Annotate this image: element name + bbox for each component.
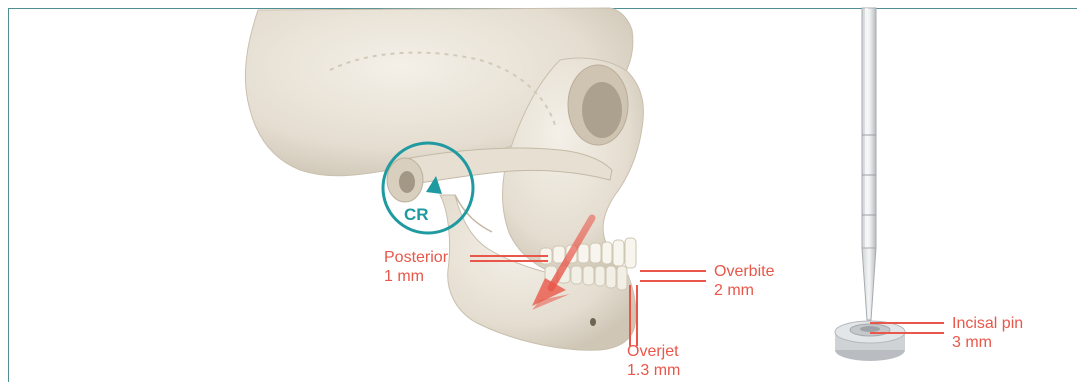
overjet-name: Overjet (627, 342, 680, 361)
posterior-name: Posterior (384, 248, 448, 267)
posterior-value: 1 mm (384, 267, 448, 286)
incisal-pin-illustration (835, 8, 905, 361)
incisal-pin-name: Incisal pin (952, 314, 1023, 333)
overbite-label: Overbite 2 mm (714, 262, 774, 300)
cr-label: CR (404, 205, 429, 225)
incisal-pin-value: 3 mm (952, 333, 1023, 352)
skull-illustration (245, 8, 643, 350)
overjet-value: 1.3 mm (627, 361, 680, 380)
incisal-pin-label: Incisal pin 3 mm (952, 314, 1023, 352)
overbite-value: 2 mm (714, 281, 774, 300)
posterior-label: Posterior 1 mm (384, 248, 448, 286)
overbite-name: Overbite (714, 262, 774, 281)
overjet-label: Overjet 1.3 mm (627, 342, 680, 380)
overbite-leader-lines (640, 271, 706, 281)
